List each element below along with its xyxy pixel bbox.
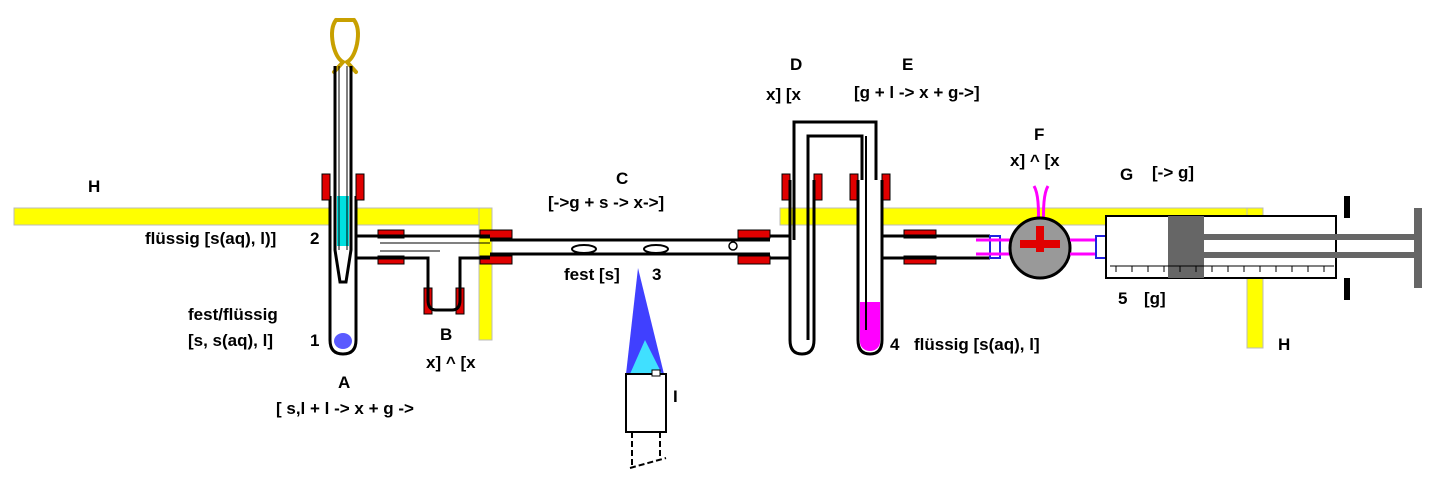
liquid-in-E-bottom bbox=[860, 333, 880, 351]
flame-inner bbox=[630, 340, 662, 374]
label-num-3: 3 bbox=[652, 265, 662, 284]
side-tube-outline bbox=[356, 234, 490, 312]
hose-right bbox=[1070, 238, 1096, 256]
label-H-right: H bbox=[1278, 335, 1291, 354]
label-num-5: 5 bbox=[1118, 289, 1128, 308]
label-G: G bbox=[1120, 165, 1134, 184]
liquid-in-tube bbox=[337, 196, 349, 246]
plunger-rod-1 bbox=[1204, 234, 1422, 240]
scale-ticks bbox=[1115, 266, 1325, 272]
label-E: E bbox=[902, 55, 914, 74]
burner-body bbox=[625, 373, 667, 433]
connector-right bbox=[1095, 235, 1107, 259]
connector-C-D bbox=[770, 234, 790, 260]
label-fest-3: fest [s] bbox=[564, 265, 620, 284]
combustion-tube-C bbox=[490, 238, 770, 256]
label-E-reaction: [g + l -> x + g->] bbox=[854, 83, 980, 102]
barrel-flange-bottom bbox=[1344, 278, 1350, 300]
dropping-tube bbox=[333, 66, 353, 284]
frame-leg-left bbox=[478, 207, 493, 341]
valve-handle-h bbox=[1020, 240, 1060, 248]
vessel-E bbox=[856, 136, 990, 356]
solid-sample-2 bbox=[643, 244, 669, 254]
glass-wool bbox=[728, 241, 738, 251]
clamp-side-right bbox=[479, 229, 513, 265]
label-fest-fluessig: fest/flüssig bbox=[188, 305, 278, 324]
label-D: D bbox=[790, 55, 803, 74]
label-C: C bbox=[616, 169, 629, 188]
syringe-plunger-head bbox=[1168, 216, 1204, 278]
label-fluessig-4: flüssig [s(aq), l] bbox=[914, 335, 1040, 354]
label-F-state: x] ^ [x bbox=[1010, 151, 1060, 170]
label-H-left: H bbox=[88, 177, 101, 196]
label-I: I bbox=[673, 387, 678, 406]
clamp-C-right bbox=[737, 229, 771, 265]
burner-tip bbox=[651, 369, 661, 377]
label-num-4: 4 bbox=[890, 335, 900, 354]
label-num-1: 1 bbox=[310, 331, 320, 350]
valve-F bbox=[976, 185, 1107, 280]
vessel-A bbox=[328, 66, 358, 356]
dropping-funnel bbox=[330, 18, 360, 74]
E-outlet bbox=[882, 234, 990, 260]
label-B: B bbox=[440, 325, 453, 344]
connector-left bbox=[989, 235, 1001, 259]
label-A-reaction: [ s,l + l -> x + g -> bbox=[276, 399, 414, 418]
syringe-barrel bbox=[1105, 215, 1337, 279]
side-tube-B bbox=[356, 234, 490, 312]
frame-bar-left bbox=[13, 207, 493, 226]
barrel-flange-top bbox=[1344, 196, 1350, 218]
label-fest-fluessig-states: [s, s(aq), l] bbox=[188, 331, 274, 350]
label-num-2: 2 bbox=[310, 229, 320, 248]
label-B-state: x] ^ [x bbox=[426, 353, 476, 372]
burner-base bbox=[629, 432, 667, 469]
burner-I bbox=[625, 268, 667, 469]
label-state-5: [g] bbox=[1144, 289, 1166, 308]
valve-handle-v bbox=[1036, 226, 1044, 252]
label-D-state: x] [x bbox=[766, 85, 801, 104]
label-G-state: [-> g] bbox=[1152, 163, 1195, 182]
connector-C-D-tube bbox=[770, 234, 790, 260]
label-F: F bbox=[1034, 125, 1045, 144]
label-fluessig-2: flüssig [s(aq), l)] bbox=[145, 229, 277, 248]
u-tube-D-outer bbox=[788, 180, 816, 356]
flame-outer bbox=[626, 268, 664, 374]
label-C-reaction: [->g + s -> x->] bbox=[548, 193, 665, 212]
clamp-A-top bbox=[321, 173, 365, 201]
plunger-rod-2 bbox=[1204, 252, 1422, 258]
gas-syringe-G bbox=[1105, 196, 1422, 300]
clamp-D-top bbox=[781, 173, 823, 201]
solid-sample-1 bbox=[571, 244, 597, 254]
funnel-bulb bbox=[330, 18, 360, 74]
hose-left bbox=[976, 238, 1010, 256]
plunger-grip bbox=[1414, 208, 1422, 288]
label-A: A bbox=[338, 373, 351, 392]
solid-in-A bbox=[334, 333, 352, 349]
